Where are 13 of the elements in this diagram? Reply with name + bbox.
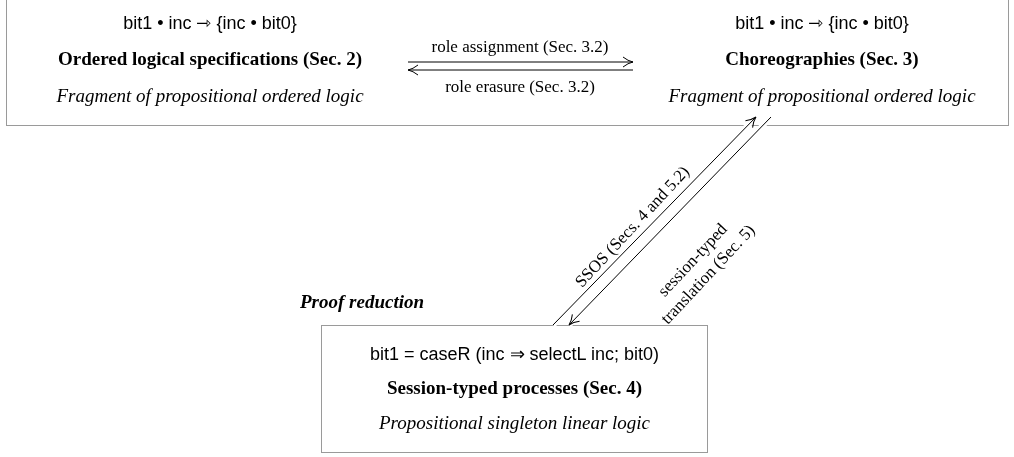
edge-label: role erasure (Sec. 3.2) (444, 76, 596, 97)
node-title: Choreographies (Sec. 3) (725, 47, 919, 71)
node-subtitle: Propositional singleton linear logic (378, 410, 651, 435)
heading: Proof reduction (300, 290, 425, 314)
group-box (6, 0, 1009, 126)
node-title: Ordered logical specifications (Sec. 2) (57, 47, 363, 71)
edge-label: role assignment (Sec. 3.2) (430, 36, 610, 57)
formula: bit1 • inc ⇾ {inc • bit0} (735, 12, 909, 35)
formula: bit1 • inc ⇾ {inc • bit0} (123, 12, 297, 35)
node-subtitle: Fragment of propositional ordered logic (668, 83, 976, 108)
node-title: Session-typed processes (Sec. 4) (386, 376, 643, 400)
process-formula: bit1 = caseR (inc ⇒ selectL inc; bit0) (370, 343, 659, 366)
node-subtitle: Fragment of propositional ordered logic (56, 83, 364, 108)
